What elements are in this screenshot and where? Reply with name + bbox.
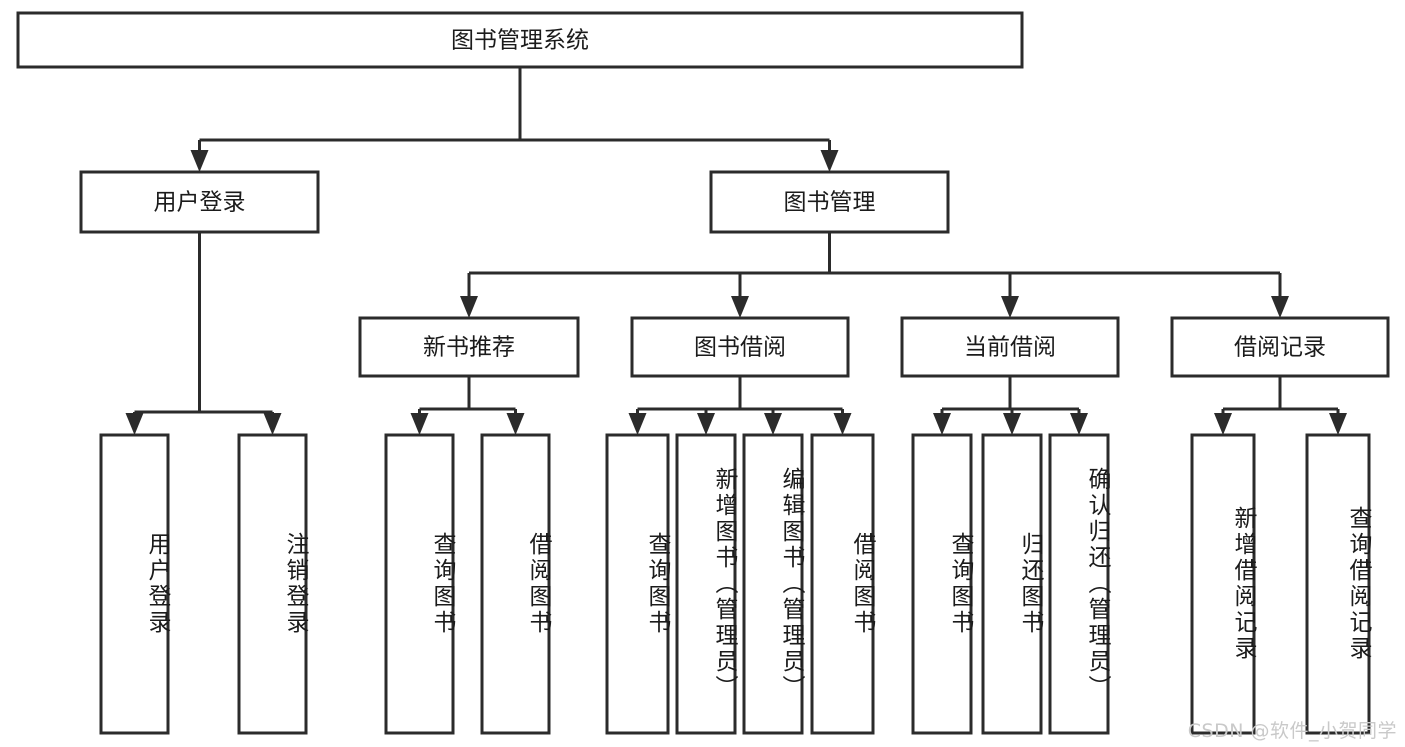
node-box-book-borrow[interactable] — [630, 316, 850, 378]
node-label-borrow-record: 借阅记录 — [1234, 335, 1326, 361]
node-box-user-login[interactable] — [79, 170, 320, 234]
node-label-book-borrow: 图书借阅 — [694, 335, 786, 361]
arrowhead — [460, 296, 478, 318]
arrowhead — [125, 413, 144, 435]
node-box-borrow-record[interactable] — [1170, 316, 1390, 378]
node-box-leaf-add-record[interactable] — [1190, 433, 1256, 735]
node-box-leaf-borrow-book-1[interactable] — [480, 433, 551, 735]
node-label-new-book-rec: 新书推荐 — [423, 335, 515, 361]
node-box-leaf-return-book[interactable] — [981, 433, 1043, 735]
node-box-book-manage[interactable] — [709, 170, 950, 234]
arrowhead — [1003, 413, 1021, 435]
node-label-book-manage: 图书管理 — [784, 190, 876, 216]
arrowhead — [1214, 413, 1232, 435]
node-box-leaf-query-record[interactable] — [1305, 433, 1371, 735]
watermark-text: CSDN @软件_小贺同学 — [1187, 720, 1397, 742]
node-label-root: 图书管理系统 — [451, 28, 589, 54]
arrowhead — [410, 413, 429, 435]
node-box-leaf-edit-book[interactable] — [742, 433, 804, 735]
arrowhead — [1001, 296, 1019, 318]
node-box-current-borrow[interactable] — [900, 316, 1120, 378]
arrowhead — [820, 150, 839, 172]
box-layer — [16, 11, 1390, 735]
node-box-leaf-add-book[interactable] — [675, 433, 737, 735]
arrowhead — [190, 150, 209, 172]
node-box-leaf-confirm-return[interactable] — [1048, 433, 1110, 735]
node-box-leaf-query-book-1[interactable] — [384, 433, 455, 735]
node-label-current-borrow: 当前借阅 — [964, 335, 1056, 361]
arrowhead — [933, 413, 951, 435]
node-label-user-login: 用户登录 — [154, 190, 246, 216]
arrowhead — [263, 413, 282, 435]
node-box-leaf-user-login[interactable] — [99, 433, 170, 735]
node-box-root[interactable] — [16, 11, 1024, 69]
arrowhead — [764, 413, 782, 435]
arrowhead — [1329, 413, 1347, 435]
node-box-leaf-logout[interactable] — [237, 433, 308, 735]
arrowhead — [1070, 413, 1088, 435]
arrowhead — [697, 413, 715, 435]
node-box-leaf-query-book-2[interactable] — [605, 433, 670, 735]
connector-layer — [125, 67, 1347, 435]
node-box-leaf-query-book-3[interactable] — [911, 433, 973, 735]
arrowhead — [833, 413, 852, 435]
arrowhead — [506, 413, 525, 435]
arrowhead — [1271, 296, 1289, 318]
node-box-leaf-borrow-book-2[interactable] — [810, 433, 875, 735]
arrowhead — [731, 296, 749, 318]
arrowhead — [628, 413, 647, 435]
node-box-new-book-rec[interactable] — [358, 316, 580, 378]
